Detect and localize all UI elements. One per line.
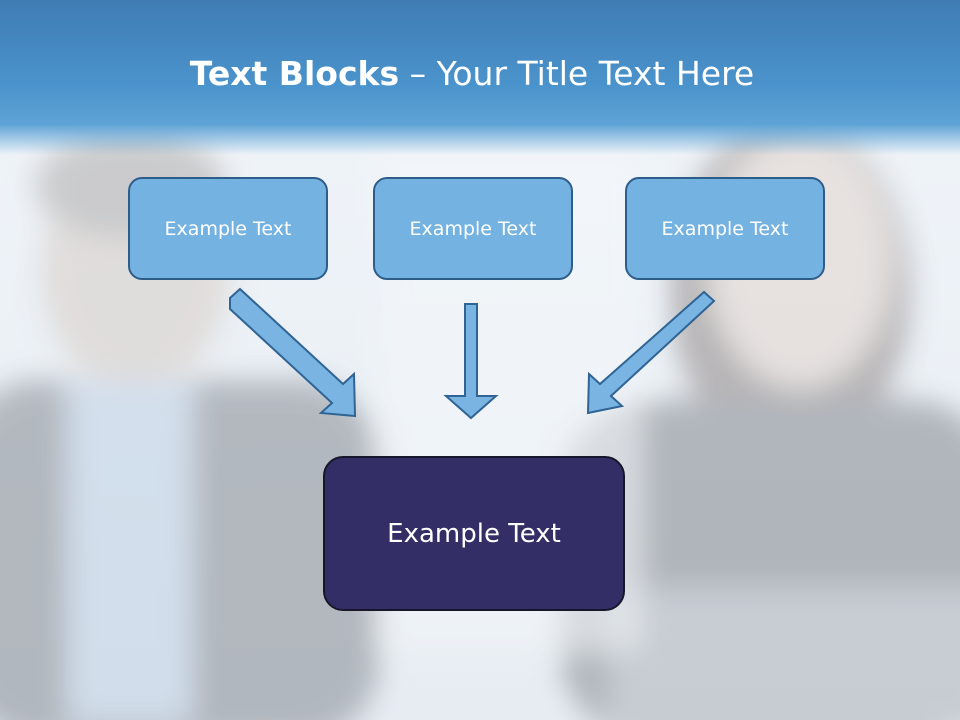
text-block-1[interactable]: Example Text (128, 177, 328, 280)
text-block-2[interactable]: Example Text (373, 177, 573, 280)
title-rest: Your Title Text Here (436, 54, 755, 93)
target-text-block[interactable]: Example Text (323, 456, 625, 611)
text-block-3-label: Example Text (661, 217, 789, 240)
slide-title: Text Blocks – Your Title Text Here (0, 54, 944, 93)
text-block-1-label: Example Text (164, 217, 292, 240)
title-band (0, 0, 960, 155)
target-text-block-label: Example Text (387, 518, 561, 549)
arrow-left-diagonal (229, 287, 357, 418)
arrow-down (443, 303, 499, 420)
arrow-right-diagonal (586, 290, 716, 415)
text-block-3[interactable]: Example Text (625, 177, 825, 280)
text-block-2-label: Example Text (409, 217, 537, 240)
title-bold-part: Text Blocks (189, 54, 400, 93)
title-dash: – (399, 54, 437, 93)
